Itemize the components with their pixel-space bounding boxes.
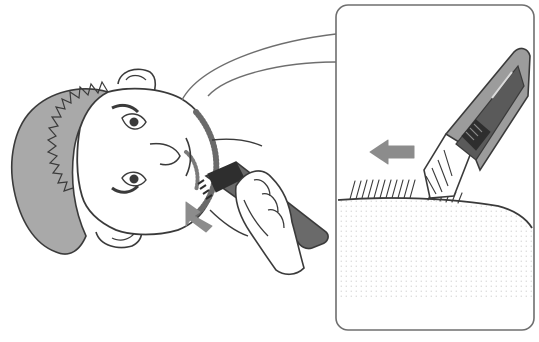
detail-skin-surface [338,198,532,300]
face-figure [12,69,262,254]
